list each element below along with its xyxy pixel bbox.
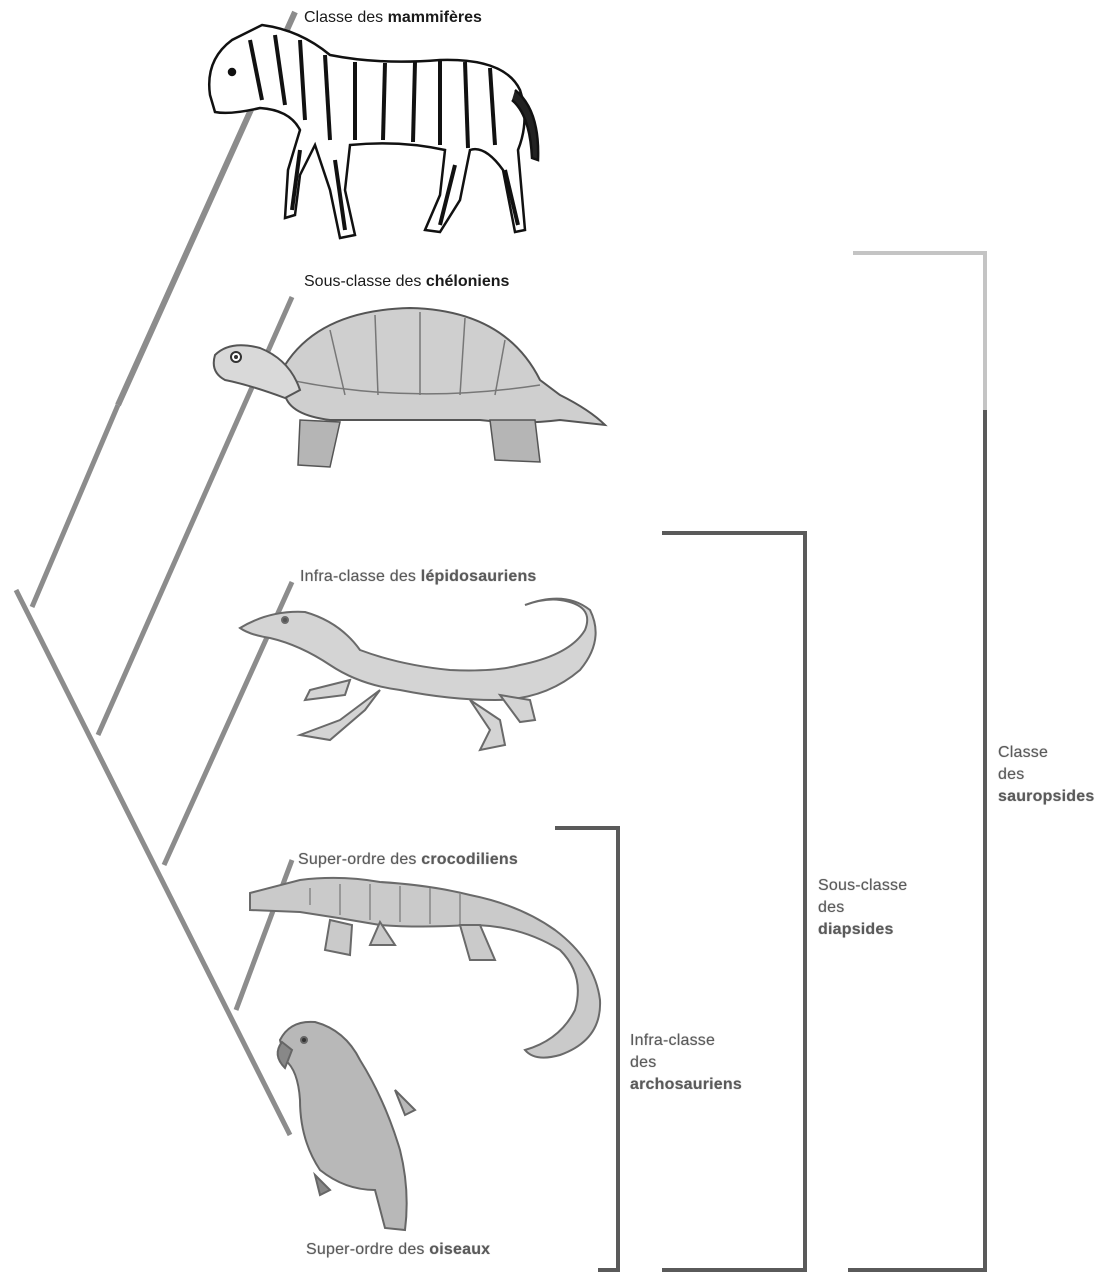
label-mammals-name: mammifères xyxy=(388,9,482,26)
label-birds: Super-ordre des oiseaux xyxy=(306,1240,490,1260)
bracket-label-archosaurs-line1: Infra-classe xyxy=(630,1030,780,1052)
branch-crocodiles xyxy=(236,860,292,1010)
clade-brackets xyxy=(555,253,985,1270)
bracket-label-sauropsids-line2: des xyxy=(998,764,1113,786)
label-lepidosaurs-name: lépidosauriens xyxy=(421,568,537,585)
bracket-sauropsids-lower xyxy=(848,410,985,1270)
turtle-illustration xyxy=(214,308,605,467)
label-chelonians: Sous-classe des chéloniens xyxy=(304,272,509,292)
bracket-label-sauropsids-line1: Classe xyxy=(998,742,1113,764)
branch-mammals xyxy=(32,405,118,607)
bracket-label-diapsids-line2: des xyxy=(818,897,958,919)
bracket-label-diapsids-line1: Sous-classe xyxy=(818,875,958,897)
label-mammals-prefix: Classe des xyxy=(304,9,383,26)
label-crocodiles-name: crocodiliens xyxy=(421,851,518,868)
label-lepidosaurs: Infra-classe des lépidosauriens xyxy=(300,567,537,587)
parrot-illustration xyxy=(278,1022,415,1230)
lizard-illustration xyxy=(240,599,596,750)
bracket-label-archosaurs: Infra-classe des archosauriens xyxy=(630,1030,780,1096)
bracket-label-archosaurs-line3: archosauriens xyxy=(630,1074,780,1096)
label-chelonians-name: chéloniens xyxy=(426,273,510,290)
label-birds-prefix: Super-ordre des xyxy=(306,1241,425,1258)
label-lepidosaurs-prefix: Infra-classe des xyxy=(300,568,416,585)
phylogenetic-tree xyxy=(16,12,295,1135)
bracket-label-diapsids: Sous-classe des diapsides xyxy=(818,875,958,941)
label-crocodiles-prefix: Super-ordre des xyxy=(298,851,417,868)
label-crocodiles: Super-ordre des crocodiliens xyxy=(298,850,518,870)
label-mammals: Classe des mammifères xyxy=(304,8,482,28)
bracket-label-sauropsids-line3: sauropsides xyxy=(998,786,1113,808)
label-chelonians-prefix: Sous-classe des xyxy=(304,273,421,290)
bracket-sauropsids-upper xyxy=(853,253,985,410)
bracket-label-diapsids-line3: diapsides xyxy=(818,919,958,941)
bracket-diapsids xyxy=(662,533,805,1270)
label-birds-name: oiseaux xyxy=(429,1241,490,1258)
zebra-illustration xyxy=(209,25,538,238)
bracket-label-sauropsids: Classe des sauropsides xyxy=(998,742,1113,808)
bracket-label-archosaurs-line2: des xyxy=(630,1052,780,1074)
